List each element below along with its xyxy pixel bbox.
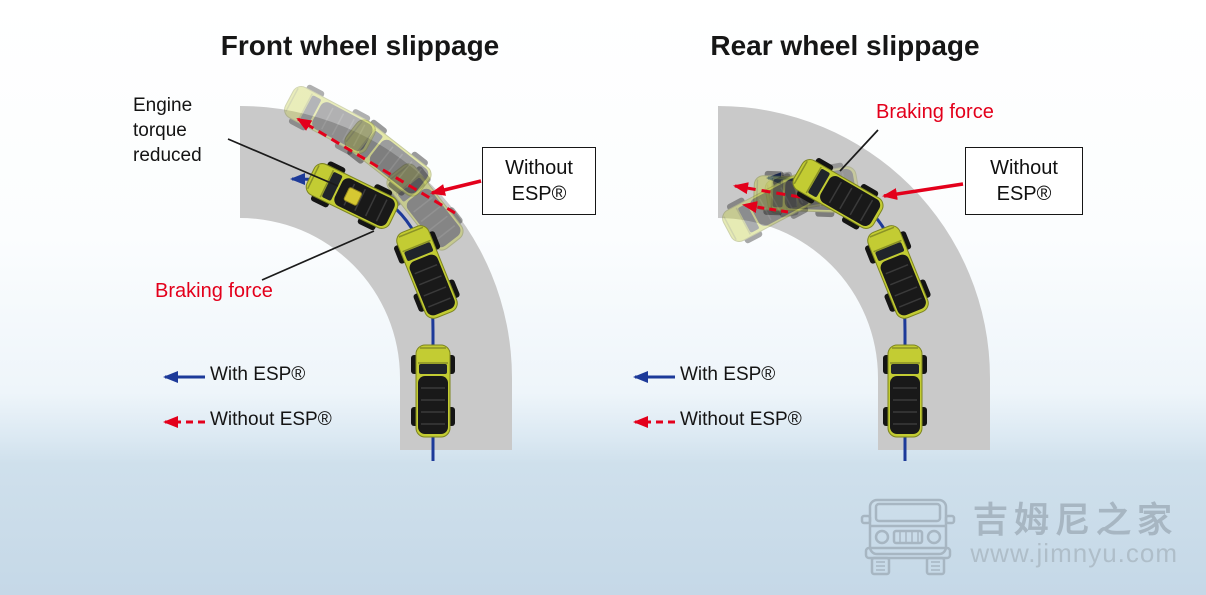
watermark-site-url: www.jimnyu.com [970, 538, 1178, 568]
legend-with-esp-label-front: With ESP® [210, 364, 306, 385]
without-esp-trajectory-front [296, 117, 456, 215]
engine-pointer-line [227, 138, 339, 187]
road-curve-rear [718, 106, 990, 450]
rear-slippage-graphic [633, 106, 990, 461]
without-esp-callout-arrow-front [430, 179, 482, 196]
legend-with-esp-label-rear: With ESP® [680, 364, 776, 385]
without-esp-callout-front: Without ESP® [482, 147, 596, 215]
braking-force-label-front: Braking force [155, 280, 273, 302]
without-esp-callout-rear: Without ESP® [965, 147, 1083, 215]
panel-title-front: Front wheel slippage [220, 30, 500, 61]
car-bottom-front [410, 344, 456, 438]
engine-torque-label: Engine torque reduced [133, 95, 202, 167]
braking-pointer-line-front [261, 230, 375, 281]
braking-pointer-line-rear [839, 129, 879, 172]
without-esp-callout-arrow-rear [882, 182, 964, 200]
front-slippage-graphic [163, 78, 512, 461]
without-esp-trajectory-rear-1 [733, 182, 801, 199]
engine-highlight [343, 187, 363, 206]
watermark-car-icon [860, 498, 956, 576]
car-bottom-rear [882, 344, 928, 438]
legend-without-esp-label-rear: Without ESP® [680, 409, 802, 430]
braking-force-label-rear: Braking force [876, 101, 994, 123]
without-esp-trajectory-rear-2 [742, 201, 789, 214]
legend-without-esp-label-front: Without ESP® [210, 409, 332, 430]
panel-title-rear: Rear wheel slippage [710, 30, 980, 61]
watermark-site-name: 吉姆尼之家 [972, 501, 1178, 540]
